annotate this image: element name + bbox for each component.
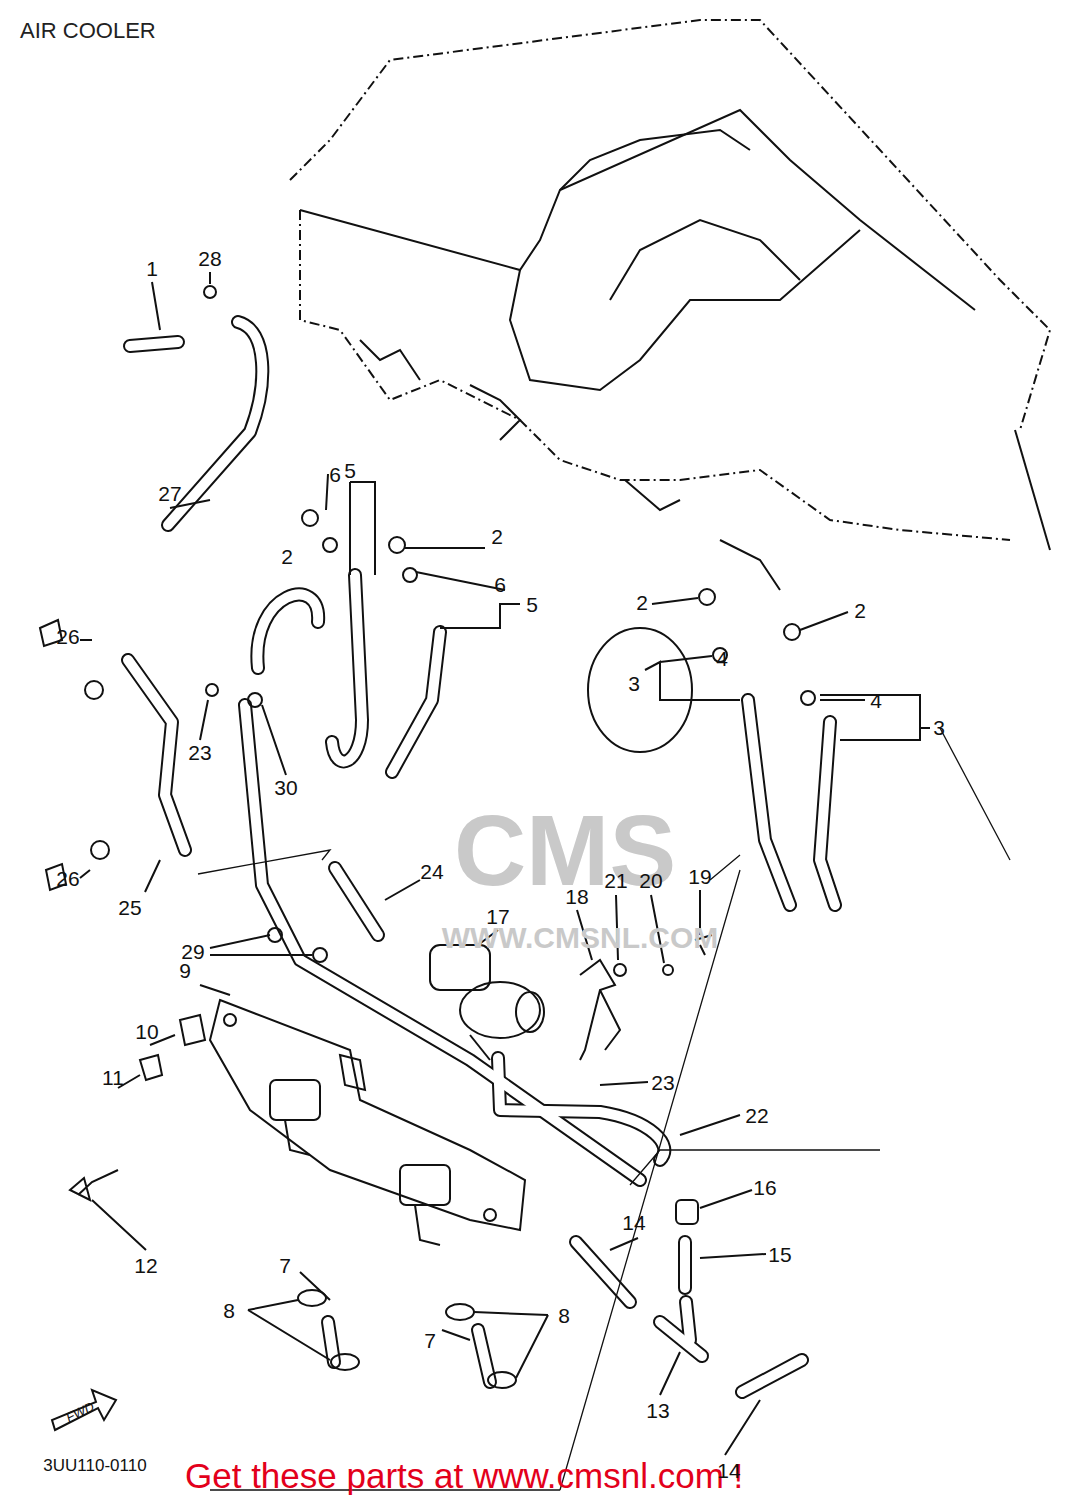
- callout-number: 3: [933, 717, 945, 738]
- callout-number: 8: [223, 1300, 235, 1321]
- callout-number: 14: [717, 1460, 740, 1481]
- callout-number: 14: [622, 1212, 645, 1233]
- callout-number: 24: [420, 861, 443, 882]
- diagram-title: AIR COOLER: [20, 18, 156, 44]
- callout-number: 20: [639, 870, 662, 891]
- callout-number: 6: [494, 574, 506, 595]
- callout-number: 17: [486, 906, 509, 927]
- callout-number: 5: [344, 460, 356, 481]
- diagram-code: 3UU110-0110: [43, 1457, 146, 1474]
- callout-number: 28: [198, 248, 221, 269]
- callout-number: 23: [651, 1072, 674, 1093]
- callout-number: 8: [558, 1305, 570, 1326]
- callout-number: 9: [179, 960, 191, 981]
- callout-number: 21: [604, 870, 627, 891]
- callout-number: 19: [688, 866, 711, 887]
- callout-number: 2: [281, 546, 293, 567]
- callout-number: 11: [102, 1067, 124, 1088]
- callout-number: 27: [158, 483, 181, 504]
- callout-number: 22: [745, 1105, 768, 1126]
- callout-number: 16: [753, 1177, 776, 1198]
- callout-number: 7: [424, 1330, 436, 1351]
- callout-number: 23: [188, 742, 211, 763]
- callout-number: 1: [146, 258, 158, 279]
- callout-number: 5: [526, 594, 538, 615]
- forward-marker: FWD: [64, 1400, 96, 1425]
- callout-number: 15: [768, 1244, 791, 1265]
- callout-number: 26: [56, 626, 79, 647]
- callout-number: 12: [134, 1255, 157, 1276]
- callout-number: 4: [870, 690, 882, 711]
- callout-number: 6: [329, 464, 341, 485]
- callout-number: 2: [636, 592, 648, 613]
- callout-number: 4: [716, 648, 728, 669]
- callout-number: 25: [118, 897, 141, 918]
- callout-number: 18: [565, 886, 588, 907]
- callout-number: 10: [135, 1021, 158, 1042]
- watermark: WWW.CMSNL.COM: [442, 923, 719, 953]
- callout-number: 3: [628, 673, 640, 694]
- callout-number: 2: [491, 526, 503, 547]
- advert-caption: Get these parts at www.cmsnl.com !: [185, 1456, 743, 1496]
- callout-number: 29: [181, 941, 204, 962]
- callout-number: 2: [854, 600, 866, 621]
- callout-number: 26: [56, 868, 79, 889]
- callout-number: 30: [274, 777, 297, 798]
- callout-number: 7: [279, 1255, 291, 1276]
- callout-number: 13: [646, 1400, 669, 1421]
